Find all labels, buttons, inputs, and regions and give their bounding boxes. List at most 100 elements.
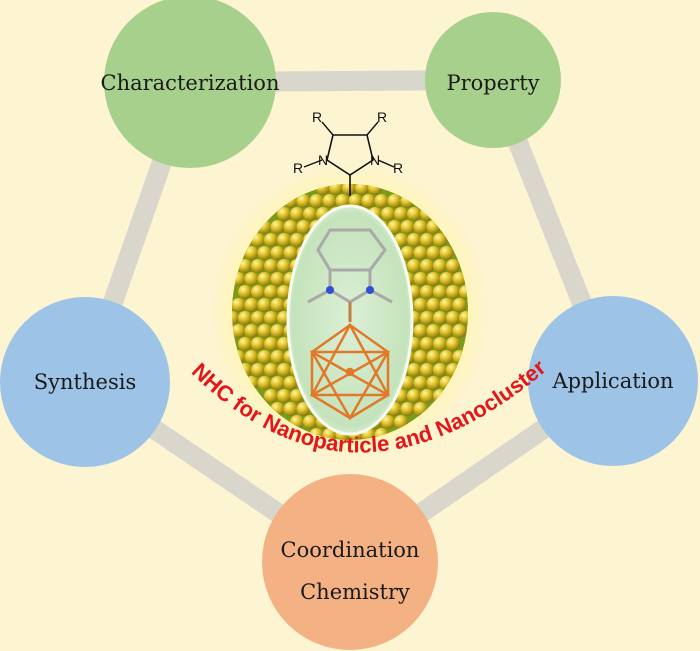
gold-atom [277,389,291,403]
gold-atom [238,337,252,351]
gold-atom [420,233,434,247]
gold-atom [400,246,415,260]
gold-atom [426,246,441,260]
gold-atom [238,259,252,273]
gold-atom [251,285,265,299]
gold-atom [426,350,441,364]
gold-atom [433,311,447,325]
gold-atom [296,194,311,208]
gold-atom [413,220,428,234]
gold-atom [251,311,265,325]
gold-atom [446,285,460,299]
gold-atom [387,194,402,208]
gold-atom [452,298,467,312]
synthesis-label: Synthesis [34,370,136,394]
gold-atom [420,389,434,403]
gold-atom [290,233,304,247]
gold-atom [257,272,272,286]
gold-atom [426,272,441,286]
gold-atom [387,220,402,234]
gold-atom [433,363,447,377]
gold-atom [342,184,356,195]
gold-atom [374,194,389,208]
gold-atom [251,337,265,351]
property-label: Property [446,71,539,95]
gold-atom [309,194,324,208]
r-label: R [393,160,403,176]
gold-atom [244,246,259,260]
gold-atom [264,363,278,377]
gold-atom [264,389,278,403]
gold-atom [303,415,317,429]
gold-atom [277,363,291,377]
gold-atom [439,324,454,338]
ligand-model-icon [307,228,393,322]
gold-atom [439,298,454,312]
gold-atom [459,311,468,325]
gold-atom [433,285,447,299]
gold-atom [277,233,291,247]
r-label: R [312,109,322,125]
gold-atom [238,311,252,325]
gold-atom [270,324,285,338]
nhc-structure-icon: R R R R N N [293,109,403,196]
gold-atom [238,285,252,299]
gold-atom [290,207,304,221]
gold-atom [232,311,239,325]
coordination-label: Coordination [281,538,420,562]
gold-atom [394,415,408,429]
gold-atom [426,376,441,390]
characterization-label: Characterization [101,71,280,95]
gold-atom [257,350,272,364]
gold-atom [296,402,311,416]
gold-atom [420,285,434,299]
gold-atom [433,259,447,273]
coordination-chemistry-node [262,474,438,650]
gold-atom [277,285,291,299]
gold-atom [303,207,317,221]
gold-atom [439,272,454,286]
gold-atom [407,233,421,247]
gold-atom [283,246,298,260]
gold-atom [433,337,447,351]
gold-atom [264,233,278,247]
gold-atom [270,350,285,364]
gold-atom [277,259,291,273]
gold-atom [296,220,311,234]
gold-atom [400,220,415,234]
gold-atom [257,376,272,390]
gold-atom [270,298,285,312]
characterization-node [104,0,276,168]
gold-atom [257,324,272,338]
r-label: R [377,109,387,125]
gold-atom [264,337,278,351]
gold-cluster-icon [309,322,391,421]
gold-atom [420,311,434,325]
gold-atom [439,350,454,364]
n-label: N [370,152,380,168]
gold-atom [426,324,441,338]
gold-atom [251,259,265,273]
gold-atom [407,207,421,221]
gold-atom [407,363,421,377]
gold-atom [413,324,428,338]
gold-atom [277,207,291,221]
application-node [528,296,698,466]
gold-atom [407,389,421,403]
gold-atom [426,298,441,312]
gold-atom [244,272,259,286]
gold-atom [335,194,350,208]
gold-atom [322,194,337,208]
gold-atom [446,337,460,351]
n-label: N [318,152,328,168]
chemistry-label: Chemistry [300,580,410,604]
gold-atom [400,402,415,416]
gold-atom [251,363,265,377]
gold-atom [232,324,246,338]
gold-atom [232,298,246,312]
gold-atom [257,246,272,260]
gold-atom [270,272,285,286]
gold-atom [381,207,395,221]
